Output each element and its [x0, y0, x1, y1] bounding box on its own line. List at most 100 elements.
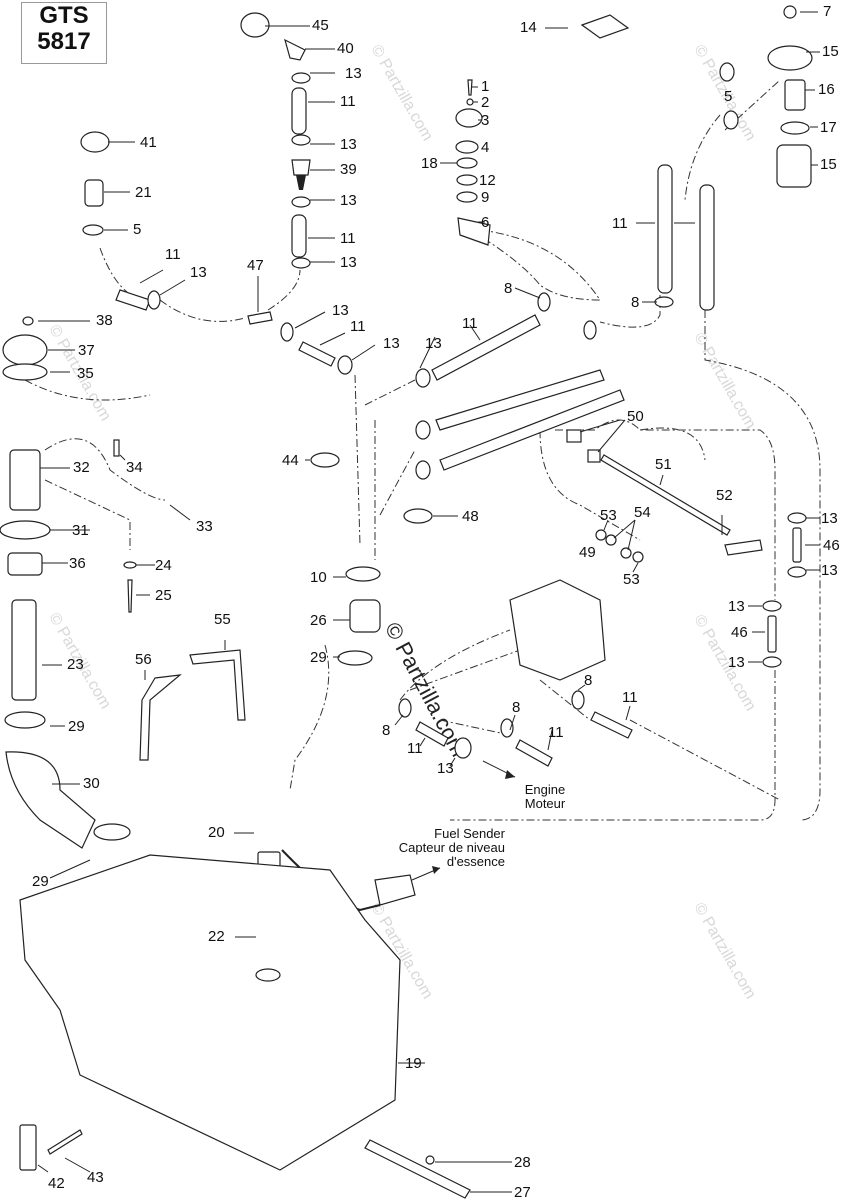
callout-23[interactable]: 23 [67, 656, 84, 673]
callout-17[interactable]: 17 [820, 119, 837, 136]
callout-39[interactable]: 39 [340, 161, 357, 178]
callout-13[interactable]: 13 [332, 302, 349, 319]
callout-11[interactable]: 11 [340, 93, 356, 110]
callout-25[interactable]: 25 [155, 587, 172, 604]
callout-56[interactable]: 56 [135, 651, 152, 668]
callout-19[interactable]: 19 [405, 1055, 422, 1072]
hose-route [159, 299, 246, 322]
callout-8[interactable]: 8 [512, 699, 521, 716]
callout-27[interactable]: 27 [514, 1184, 531, 1201]
callout-14[interactable]: 14 [520, 19, 537, 36]
callout-41[interactable]: 41 [140, 134, 157, 151]
hose-11 [435, 369, 605, 431]
fuel-tank-19 [19, 854, 401, 1171]
callout-5[interactable]: 5 [133, 221, 142, 238]
callout-13[interactable]: 13 [821, 562, 838, 579]
callout-2[interactable]: 2 [481, 94, 490, 111]
callout-49[interactable]: 49 [579, 544, 596, 561]
callout-26[interactable]: 26 [310, 612, 327, 629]
callout-11[interactable]: 11 [407, 740, 423, 757]
callout-13[interactable]: 13 [340, 192, 357, 209]
callout-11[interactable]: 11 [350, 318, 366, 335]
callout-52[interactable]: 52 [716, 487, 733, 504]
callout-13[interactable]: 13 [821, 510, 838, 527]
clamp-ring [4, 62, 807, 841]
screw-34 [113, 439, 120, 457]
callout-21[interactable]: 21 [135, 184, 152, 201]
callout-29[interactable]: 29 [68, 718, 85, 735]
callout-9[interactable]: 9 [481, 189, 490, 206]
callout-20[interactable]: 20 [208, 824, 225, 841]
callout-35[interactable]: 35 [77, 365, 94, 382]
callout-8[interactable]: 8 [584, 672, 593, 689]
callout-28[interactable]: 28 [514, 1154, 531, 1171]
callout-18[interactable]: 18 [421, 155, 438, 172]
callout-1[interactable]: 1 [481, 78, 490, 95]
callout-24[interactable]: 24 [155, 557, 172, 574]
callout-6[interactable]: 6 [481, 214, 490, 231]
callout-3[interactable]: 3 [481, 112, 490, 129]
callout-11[interactable]: 11 [622, 689, 638, 706]
callout-43[interactable]: 43 [87, 1169, 104, 1186]
callout-11[interactable]: 11 [462, 315, 478, 332]
callout-10[interactable]: 10 [310, 569, 327, 586]
callout-53[interactable]: 53 [623, 571, 640, 588]
hose-route [639, 427, 706, 461]
callout-11[interactable]: 11 [612, 215, 628, 232]
callout-13[interactable]: 13 [340, 254, 357, 271]
callout-29[interactable]: 29 [310, 649, 327, 666]
callout-13[interactable]: 13 [190, 264, 207, 281]
callout-4[interactable]: 4 [481, 139, 490, 156]
callout-13[interactable]: 13 [345, 65, 362, 82]
callout-11[interactable]: 11 [548, 724, 564, 741]
callout-13[interactable]: 13 [340, 136, 357, 153]
callout-5[interactable]: 5 [724, 88, 733, 105]
callout-13[interactable]: 13 [425, 335, 442, 352]
callout-34[interactable]: 34 [126, 459, 143, 476]
callout-13[interactable]: 13 [437, 760, 454, 777]
callout-13[interactable]: 13 [383, 335, 400, 352]
callout-38[interactable]: 38 [96, 312, 113, 329]
hose-11 [115, 289, 151, 311]
callout-40[interactable]: 40 [337, 40, 354, 57]
callout-29[interactable]: 29 [32, 873, 49, 890]
hose-11 [291, 87, 307, 135]
callout-42[interactable]: 42 [48, 1175, 65, 1192]
callout-16[interactable]: 16 [818, 81, 835, 98]
callout-47[interactable]: 47 [247, 257, 264, 274]
callout-31[interactable]: 31 [72, 522, 89, 539]
hose-route [555, 419, 776, 600]
callout-12[interactable]: 12 [479, 172, 496, 189]
callout-53[interactable]: 53 [600, 507, 617, 524]
callout-32[interactable]: 32 [73, 459, 90, 476]
callout-8[interactable]: 8 [382, 722, 391, 739]
callout-46[interactable]: 46 [731, 624, 748, 641]
callout-30[interactable]: 30 [83, 775, 100, 792]
callout-22[interactable]: 22 [208, 928, 225, 945]
callout-37[interactable]: 37 [78, 342, 95, 359]
callout-48[interactable]: 48 [462, 508, 479, 525]
callout-8[interactable]: 8 [631, 294, 640, 311]
callout-33[interactable]: 33 [196, 518, 213, 535]
callout-7[interactable]: 7 [823, 3, 832, 20]
callout-46[interactable]: 46 [823, 537, 840, 554]
callout-15[interactable]: 15 [820, 156, 837, 173]
callout-54[interactable]: 54 [634, 504, 651, 521]
callout-50[interactable]: 50 [627, 408, 644, 425]
callout-45[interactable]: 45 [312, 17, 329, 34]
callout-44[interactable]: 44 [282, 452, 299, 469]
callout-36[interactable]: 36 [69, 555, 86, 572]
tie-44 [310, 452, 340, 468]
callout-55[interactable]: 55 [214, 611, 231, 628]
callout-13[interactable]: 13 [728, 598, 745, 615]
filter-element-16 [784, 79, 806, 111]
callout-51[interactable]: 51 [655, 456, 672, 473]
callout-13[interactable]: 13 [728, 654, 745, 671]
callout-11[interactable]: 11 [165, 246, 181, 263]
callout-8[interactable]: 8 [504, 280, 513, 297]
hose-30 [5, 751, 96, 849]
callout-15[interactable]: 15 [822, 43, 839, 60]
callout-11[interactable]: 11 [340, 230, 356, 247]
bracket-42 [19, 1124, 37, 1171]
